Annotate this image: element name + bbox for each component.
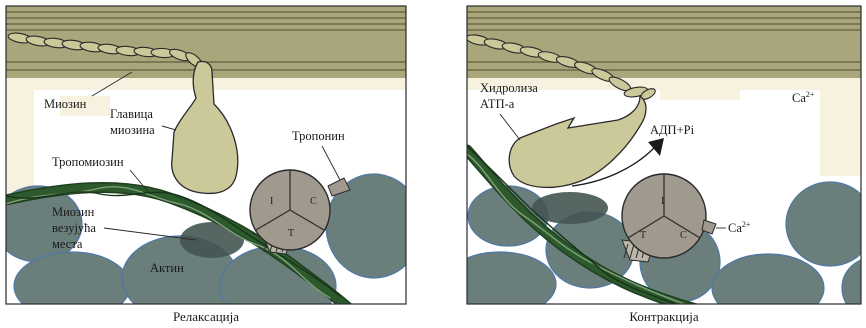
binding-sites-label-line2: везујућа — [52, 221, 96, 235]
adp-pi-label: АДП+Pi — [650, 123, 695, 137]
troponin-segment-c: C — [680, 230, 687, 241]
actin-label: Актин — [150, 261, 184, 275]
calcium-bound-superscript: 2+ — [742, 220, 751, 229]
binding-sites-label-line3: места — [52, 237, 83, 251]
troponin-segment-t: T — [288, 228, 294, 239]
binding-sites-label-line1: Миозин — [52, 205, 95, 219]
contraction-caption: Контракција — [629, 309, 698, 324]
atp-hydrolysis-label-line2: АТП-а — [480, 97, 515, 111]
atp-hydrolysis-label-line1: Хидролиза — [480, 81, 538, 95]
calcium-bound-base: Ca — [728, 221, 742, 235]
calcium-free-superscript: 2+ — [806, 90, 815, 99]
troponin-segment-c: C — [310, 196, 317, 207]
troponin-segment-i: I — [661, 196, 664, 207]
contraction-panel: I T C Хидролиза АТП-а АДП+Pi Ca2+ Ca2+ К… — [444, 6, 866, 324]
tropomyosin-label: Тропомиозин — [52, 155, 124, 169]
myosin-label: Миозин — [44, 97, 87, 111]
thick-filament — [467, 6, 861, 78]
relaxation-panel: I C T Миозин Главица миозина Тропонин Тр… — [0, 6, 422, 326]
calcium-free-base: Ca — [792, 91, 806, 105]
troponin-segment-i: I — [270, 196, 273, 207]
relaxation-caption: Релаксација — [173, 309, 239, 324]
myosin-head-label-line1: Главица — [110, 107, 153, 121]
troponin-segment-t: T — [640, 230, 646, 241]
troponin-label: Тропонин — [292, 129, 345, 143]
myosin-head-label-line2: миозина — [110, 123, 155, 137]
